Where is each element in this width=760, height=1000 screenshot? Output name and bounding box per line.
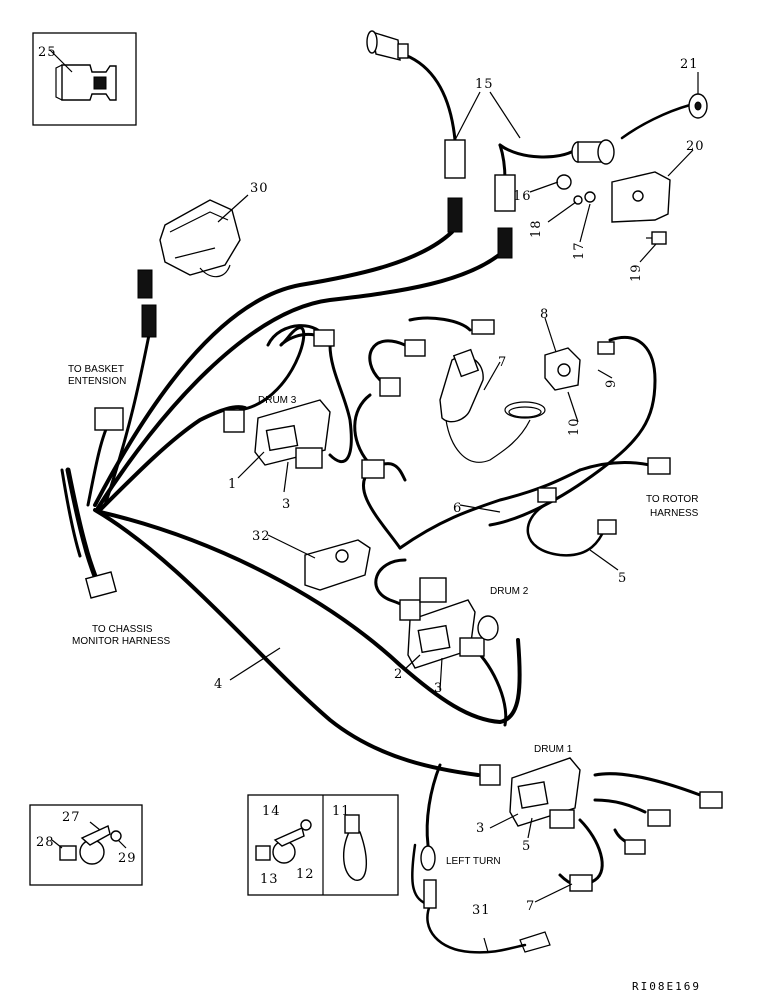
callout-11: 11 xyxy=(332,804,351,819)
label-drum2: DRUM 2 xyxy=(490,586,529,597)
connector-15a xyxy=(444,139,466,179)
harness-wires xyxy=(60,53,702,954)
callout-13: 13 xyxy=(260,872,279,887)
inset-box-part-25: 25 xyxy=(32,32,137,126)
connector-15b-mate xyxy=(497,227,513,259)
diagram-code: RI08E169 xyxy=(632,980,701,993)
callout-8: 8 xyxy=(540,307,549,322)
label-left-turn: LEFT TURN xyxy=(446,856,501,867)
label-rotor-line1: TO ROTOR xyxy=(646,494,698,505)
callout-32: 32 xyxy=(252,529,271,544)
connector-15a-mate xyxy=(447,197,463,233)
label-chassis-line1: TO CHASSIS xyxy=(92,624,153,635)
drum1-bracket xyxy=(479,757,581,829)
callout-19: 19 xyxy=(629,263,644,282)
callout-15: 15 xyxy=(475,77,494,92)
callout-31: 31 xyxy=(472,903,491,918)
text-labels: TO BASKET ENTENSION TO CHASSIS MONITOR H… xyxy=(68,364,701,993)
drum3-bracket xyxy=(223,399,331,469)
leader-lines xyxy=(217,72,699,953)
drum2-bracket xyxy=(399,577,499,669)
callout-29: 29 xyxy=(118,851,137,866)
callout-2: 2 xyxy=(394,667,403,682)
callout-16: 16 xyxy=(513,189,532,204)
callout-3c: 3 xyxy=(476,821,485,836)
callout-6: 6 xyxy=(453,501,462,516)
callout-4: 4 xyxy=(214,677,223,692)
inset-box-parts-11-14: 14 13 12 11 xyxy=(247,794,399,896)
callout-5a: 5 xyxy=(618,571,627,586)
callout-12: 12 xyxy=(296,867,315,882)
label-rotor-line2: HARNESS xyxy=(650,508,699,519)
callout-3a: 3 xyxy=(282,497,291,512)
callout-7b: 7 xyxy=(526,899,535,914)
connectors xyxy=(84,30,723,953)
inset-box-parts-27-29: 27 28 29 xyxy=(29,804,143,886)
label-drum1: DRUM 1 xyxy=(534,744,573,755)
callout-30: 30 xyxy=(250,181,269,196)
callout-20: 20 xyxy=(686,139,705,154)
light-housing-30 xyxy=(159,199,241,278)
callout-1: 1 xyxy=(228,477,237,492)
label-basket-line1: TO BASKET xyxy=(68,364,124,375)
callout-27: 27 xyxy=(62,810,81,825)
label-basket-line2: ENTENSION xyxy=(68,376,126,387)
callout-9: 9 xyxy=(604,379,619,388)
bracket-32 xyxy=(304,539,371,591)
callout-17: 17 xyxy=(572,241,587,260)
callout-28: 28 xyxy=(36,835,55,850)
lamp-socket xyxy=(571,139,615,165)
callout-14: 14 xyxy=(262,804,281,819)
callout-numbers: 30 15 21 20 16 18 17 19 8 7 9 10 1 3 32 … xyxy=(214,57,705,918)
callout-18: 18 xyxy=(529,219,544,238)
callout-10: 10 xyxy=(567,417,582,436)
connector-15b xyxy=(494,174,516,212)
callout-21: 21 xyxy=(680,57,699,72)
callout-5b: 5 xyxy=(522,839,531,854)
callout-25: 25 xyxy=(38,45,57,60)
callout-3b: 3 xyxy=(434,681,443,696)
joystick-7 xyxy=(439,348,546,463)
connector-15-top xyxy=(366,30,409,61)
callout-7a: 7 xyxy=(498,355,507,370)
label-chassis-line2: MONITOR HARNESS xyxy=(72,636,170,647)
label-drum3: DRUM 3 xyxy=(258,395,297,406)
